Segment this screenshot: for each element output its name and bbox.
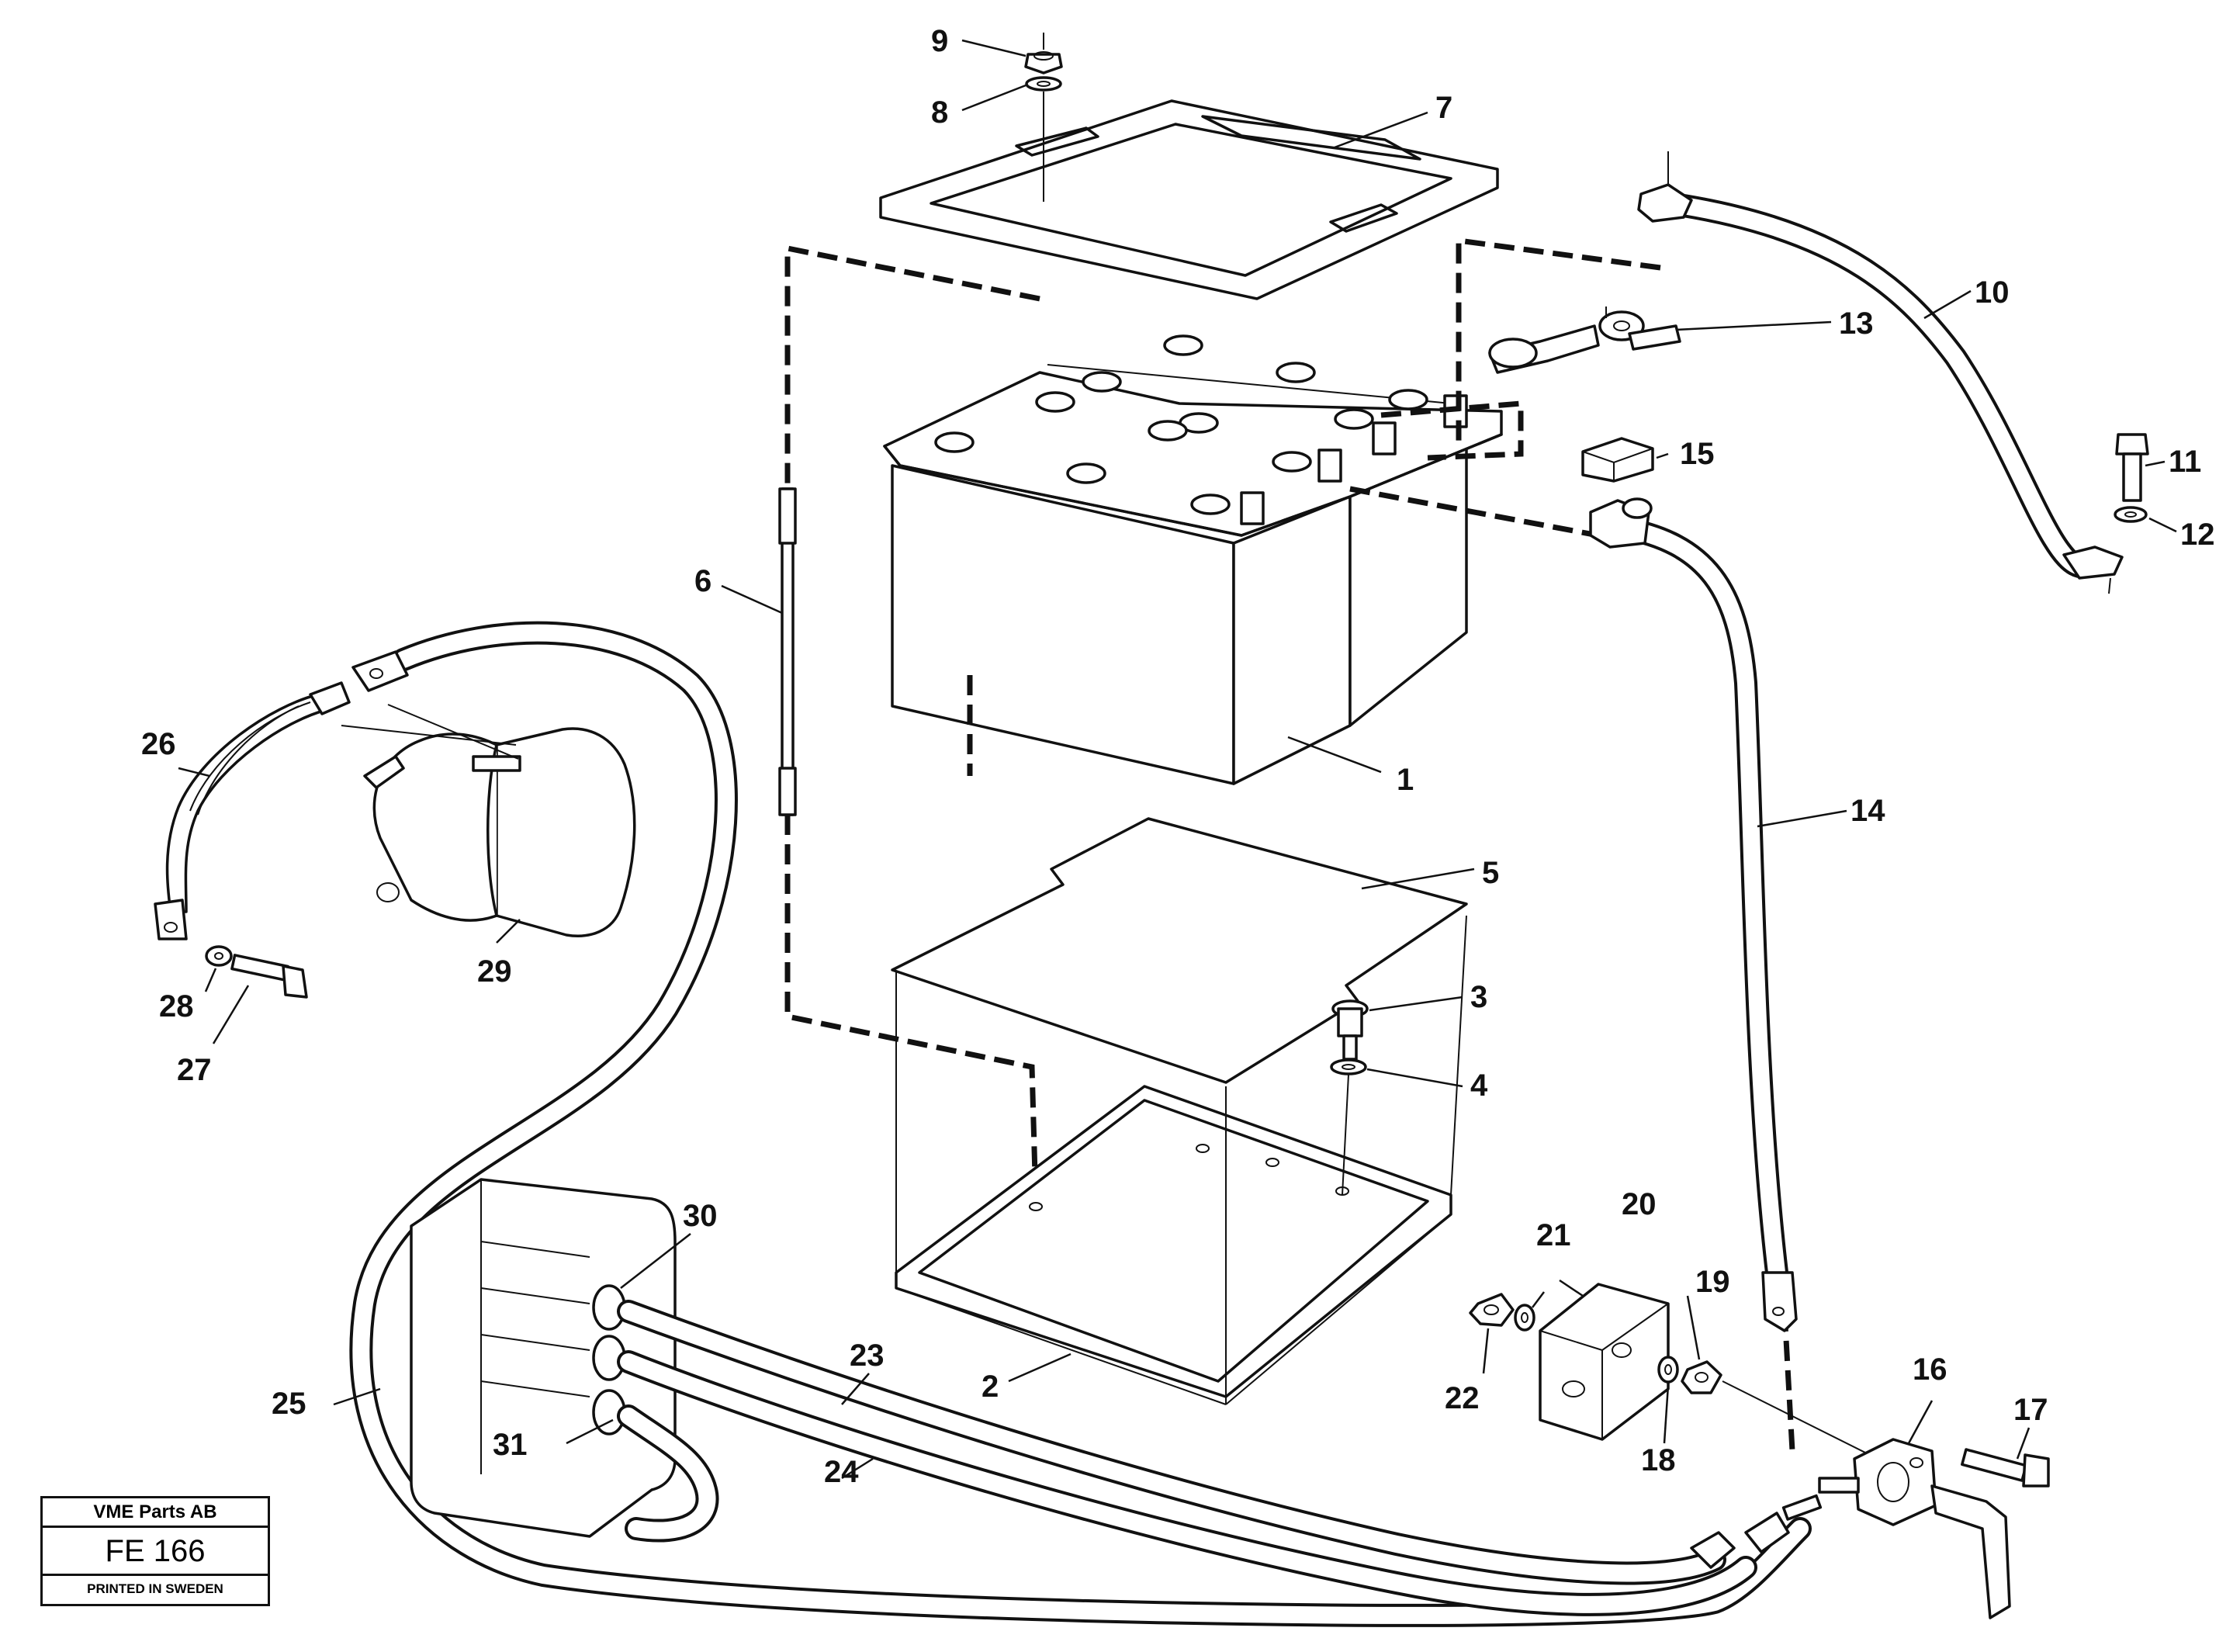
callout-16: 16 bbox=[1913, 1352, 1947, 1387]
ground-strap bbox=[154, 681, 351, 940]
callout-23: 23 bbox=[850, 1339, 885, 1373]
callout-22: 22 bbox=[1445, 1381, 1480, 1415]
battery-caps bbox=[934, 334, 1428, 515]
bracket-nut-right bbox=[1681, 1360, 1722, 1394]
callout-6: 6 bbox=[694, 564, 711, 598]
callout-labels: 9 8 7 13 10 11 12 15 1 6 14 5 3 4 2 30 3… bbox=[141, 24, 2215, 1489]
callout-3: 3 bbox=[1470, 980, 1487, 1014]
callout-17: 17 bbox=[2013, 1393, 2048, 1427]
tie-rod bbox=[778, 487, 797, 816]
box-screw bbox=[1331, 999, 1369, 1061]
callout-13: 13 bbox=[1839, 307, 1874, 341]
callout-4: 4 bbox=[1470, 1068, 1488, 1103]
terminal-connector bbox=[1818, 1438, 2011, 1619]
cable-14 bbox=[1589, 497, 1798, 1332]
callout-1: 1 bbox=[1397, 763, 1414, 797]
insulating-plate bbox=[891, 817, 1468, 1084]
callout-26: 26 bbox=[141, 727, 176, 761]
callout-12: 12 bbox=[2180, 518, 2215, 552]
callout-28: 28 bbox=[159, 989, 194, 1023]
callout-21: 21 bbox=[1536, 1218, 1571, 1252]
callout-7: 7 bbox=[1435, 91, 1452, 125]
battery-box bbox=[895, 915, 1467, 1405]
box-washer bbox=[1330, 1058, 1367, 1075]
cable-washer bbox=[2114, 506, 2148, 523]
callout-10: 10 bbox=[1975, 275, 2010, 310]
bracket-nut-left bbox=[1469, 1293, 1515, 1327]
callout-11: 11 bbox=[2169, 445, 2201, 479]
cover-nut bbox=[1024, 33, 1063, 74]
title-block: VME Parts AB FE 166 PRINTED IN SWEDEN bbox=[40, 1496, 270, 1606]
terminal-cover bbox=[1581, 437, 1654, 483]
leader-lines bbox=[178, 39, 2177, 1480]
figure-number: FE 166 bbox=[43, 1528, 268, 1576]
callout-31: 31 bbox=[493, 1428, 528, 1462]
cable-screw bbox=[2115, 433, 2149, 502]
callout-15: 15 bbox=[1680, 437, 1715, 471]
callout-5: 5 bbox=[1482, 856, 1499, 890]
callout-30: 30 bbox=[683, 1199, 718, 1233]
strap-screw bbox=[230, 954, 308, 999]
callout-8: 8 bbox=[931, 95, 948, 130]
cable-31 bbox=[617, 1404, 719, 1543]
battery-cover bbox=[879, 99, 1499, 300]
callout-27: 27 bbox=[177, 1053, 212, 1087]
callout-29: 29 bbox=[477, 954, 512, 989]
callout-25: 25 bbox=[272, 1387, 306, 1421]
callout-24: 24 bbox=[824, 1455, 859, 1489]
callout-14: 14 bbox=[1851, 794, 1885, 828]
callout-19: 19 bbox=[1695, 1265, 1730, 1299]
cable-10 bbox=[1637, 151, 2124, 594]
bracket-washer-right bbox=[1657, 1356, 1679, 1384]
bracket-washer-left bbox=[1514, 1304, 1535, 1332]
callout-18: 18 bbox=[1641, 1443, 1676, 1477]
main-switch bbox=[341, 704, 636, 937]
company-name: VME Parts AB bbox=[43, 1498, 268, 1528]
callout-9: 9 bbox=[931, 24, 948, 58]
callout-20: 20 bbox=[1622, 1187, 1657, 1221]
terminal-clamp bbox=[1488, 307, 1681, 374]
cable-lugs bbox=[1690, 1494, 1823, 1569]
cable-24 bbox=[617, 1350, 1757, 1616]
cover-washer bbox=[1025, 76, 1062, 92]
cable-23 bbox=[617, 1300, 1726, 1585]
mounting-bracket bbox=[1539, 1283, 1670, 1441]
callout-2: 2 bbox=[982, 1370, 999, 1404]
printed-note: PRINTED IN SWEDEN bbox=[87, 1581, 223, 1596]
strap-washer bbox=[205, 945, 233, 967]
cable-25 bbox=[349, 621, 1812, 1627]
battery-terminal-posts bbox=[1240, 394, 1468, 525]
dashed-connection-lines bbox=[784, 237, 1795, 1452]
connector-screw bbox=[1961, 1448, 2050, 1487]
